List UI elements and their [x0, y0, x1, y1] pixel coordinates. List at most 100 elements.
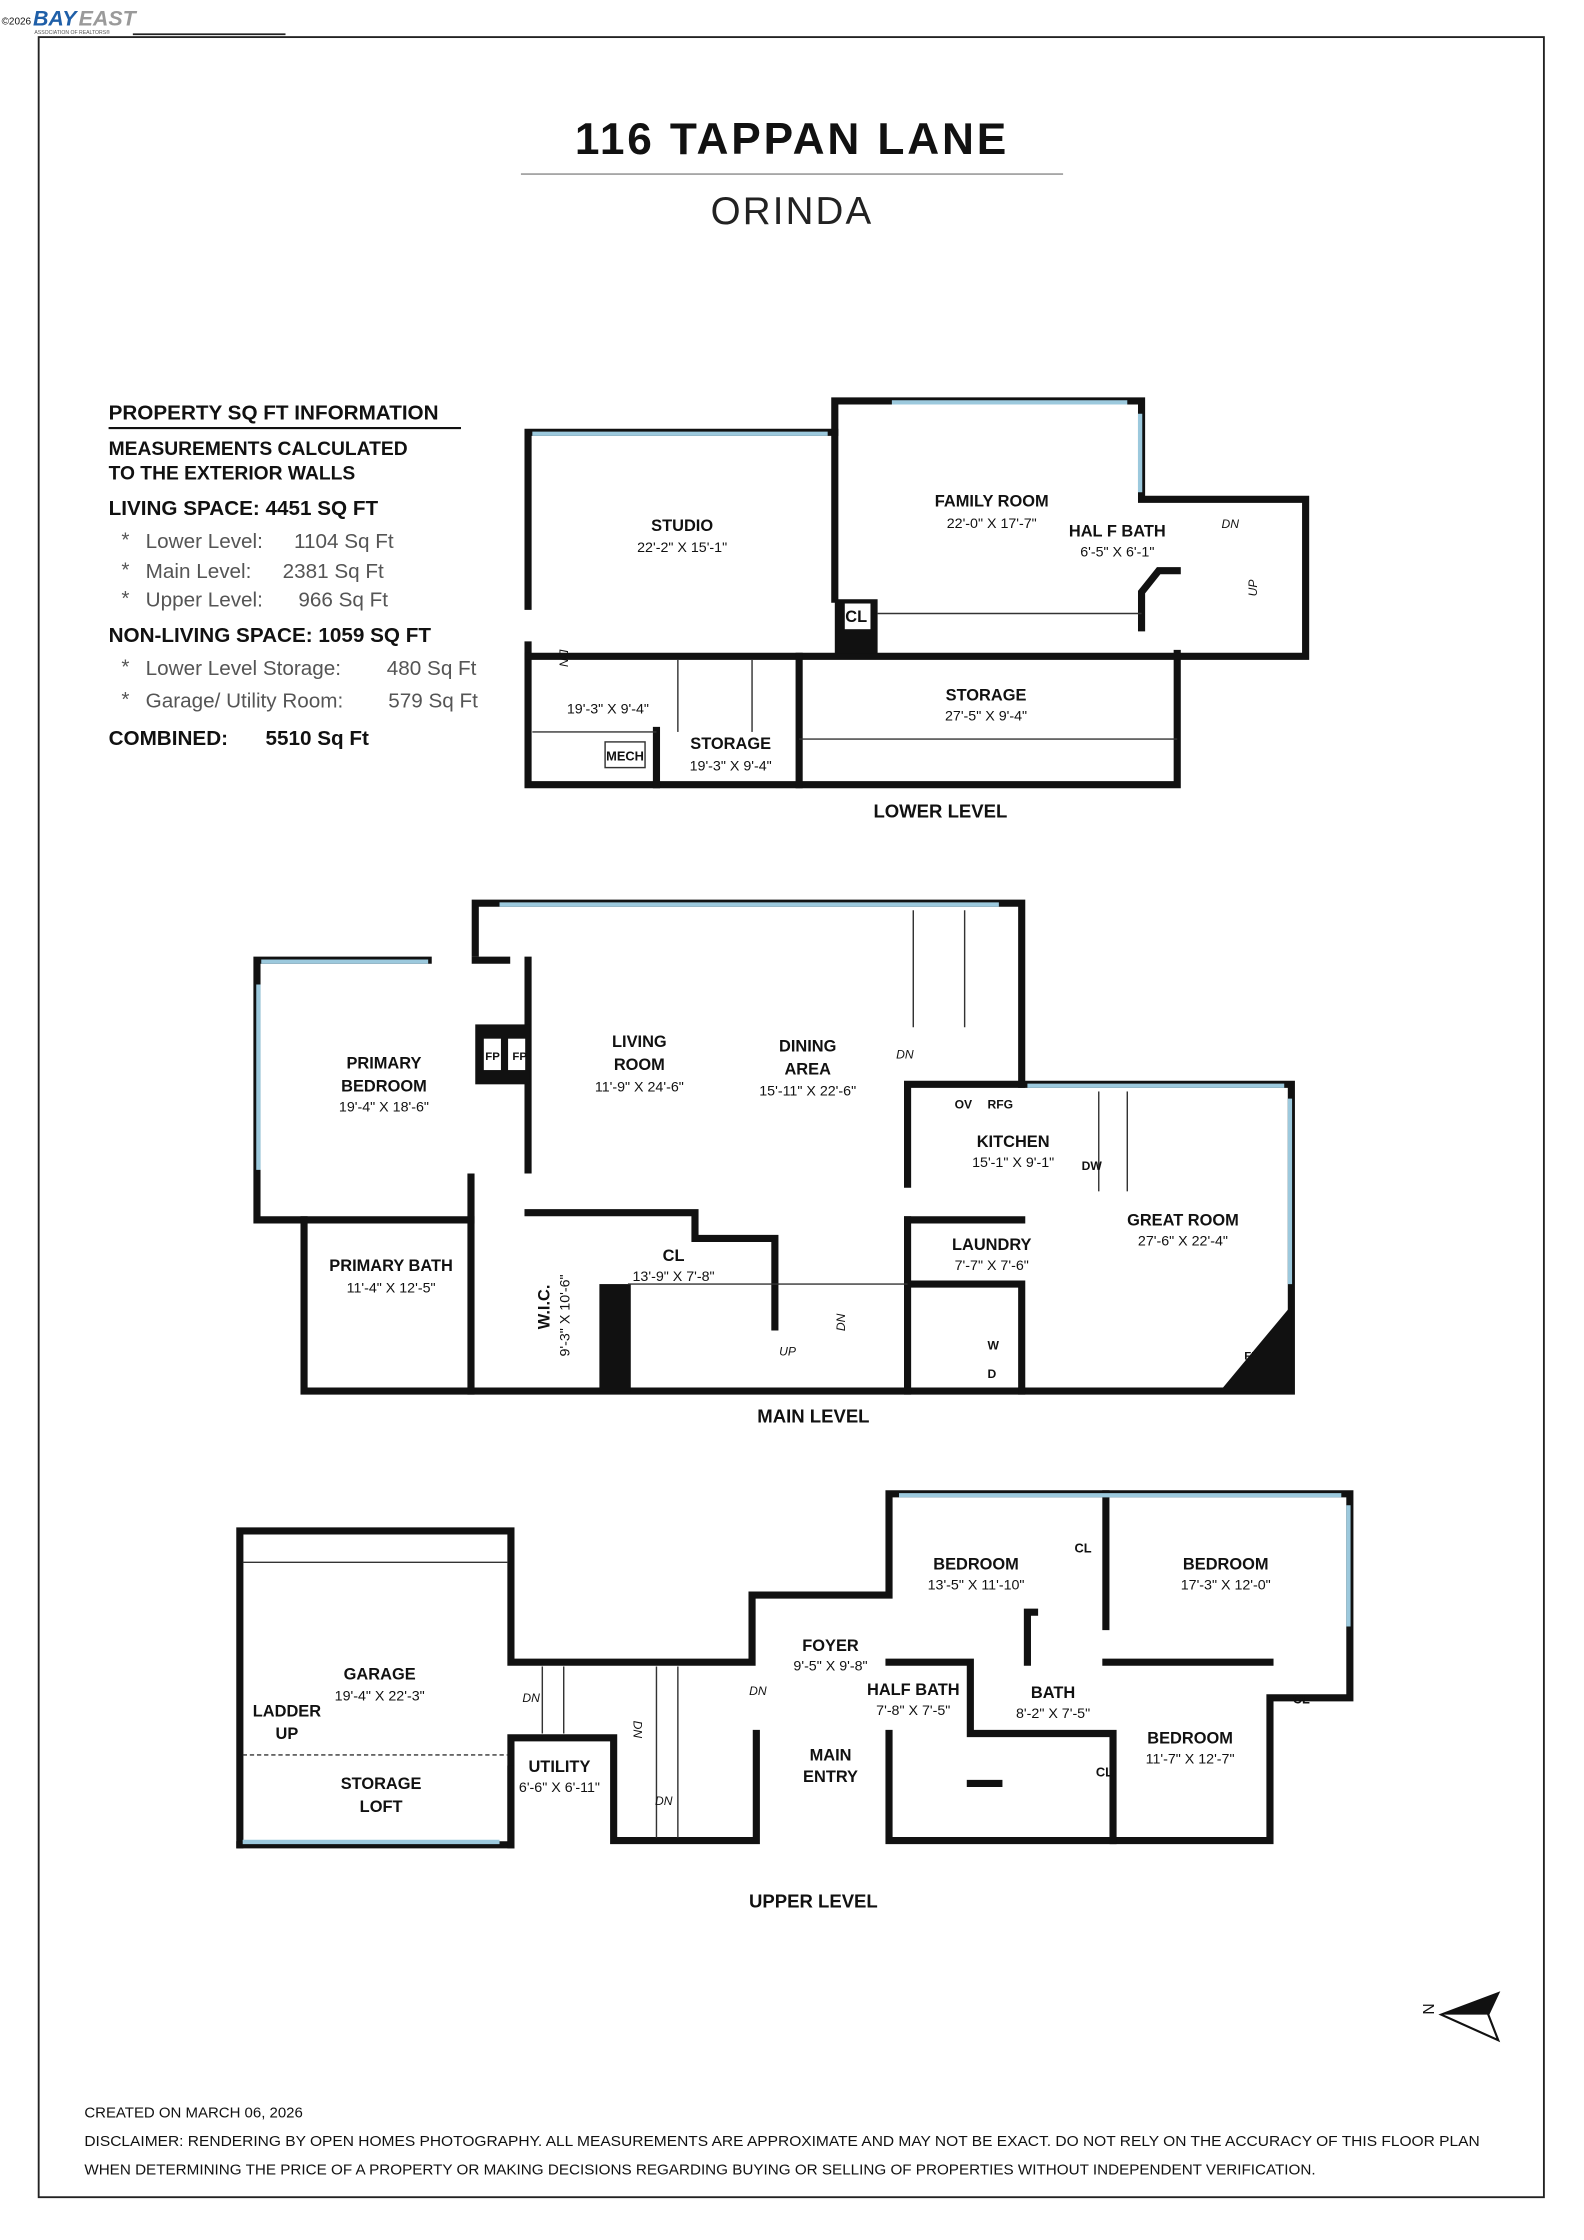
room-dims: 7'-7" X 7'-6" — [955, 1258, 1029, 1274]
fridge-label: RFG — [987, 1098, 1013, 1112]
ladder-up-label: UP — [276, 1725, 299, 1743]
ladder-label: LADDER — [253, 1702, 321, 1720]
room-dims: 11'-7" X 12'-7" — [1146, 1751, 1235, 1767]
storage-loft-label: STORAGE — [341, 1775, 422, 1793]
level-title: UPPER LEVEL — [749, 1891, 878, 1912]
logo-bay: BAY — [33, 7, 78, 31]
room-dims: 17'-3" X 12'-0" — [1181, 1577, 1271, 1593]
room-dims: 6'-6" X 6'-11" — [519, 1780, 600, 1796]
bullet: * — [121, 655, 129, 678]
property-city: ORINDA — [711, 190, 874, 233]
sqft-item-label: Lower Level: — [146, 530, 263, 553]
disclaimer: WHEN DETERMINING THE PRICE OF A PROPERTY… — [84, 2161, 1315, 2178]
room-dims: 27'-6" X 22'-4" — [1138, 1234, 1228, 1250]
room-dims: 22'-2" X 15'-1" — [637, 540, 727, 556]
north-arrow-fill — [1441, 1993, 1499, 2015]
upper-level-plan: GARAGE 19'-4" X 22'-3" UTILITY 6'-6" X 6… — [236, 1490, 1354, 1912]
room-name-storage: STORAGE — [946, 687, 1027, 705]
fireplace-opening — [508, 1038, 526, 1071]
fireplace-label: FP — [512, 1051, 527, 1063]
room-dims: 13'-5" X 11'-10" — [928, 1577, 1025, 1593]
room-dims: 19'-3" X 9'-4" — [690, 758, 772, 774]
sqft-item-value: 2381 Sq Ft — [283, 560, 384, 583]
wall-block — [599, 1284, 631, 1392]
bullet: * — [121, 558, 129, 581]
washer-label: W — [987, 1339, 999, 1353]
room-dims: 27'-5" X 9'-4" — [945, 709, 1027, 725]
bullet: * — [121, 587, 129, 610]
room-name-great-room: GREAT ROOM — [1127, 1212, 1239, 1230]
wall — [1023, 1608, 1039, 1666]
living-space-total: LIVING SPACE: 4451 SQ FT — [109, 497, 379, 520]
room-name-living-room: LIVING — [612, 1033, 667, 1051]
room-dims: 22'-0" X 17'-7" — [947, 516, 1037, 532]
property-address: 116 TAPPAN LANE — [575, 115, 1009, 164]
disclaimer: DISCLAIMER: RENDERING BY OPEN HOMES PHOT… — [84, 2133, 1479, 2150]
sqft-item-label: Upper Level: — [146, 588, 263, 611]
stair-dn-label: DN — [631, 1721, 645, 1739]
level-title: MAIN LEVEL — [757, 1405, 869, 1426]
stair-dn-label: DN — [522, 1691, 540, 1705]
closet-label: CL — [1075, 1540, 1092, 1555]
bullet: * — [121, 688, 129, 711]
room-dims: 8'-2" X 7'-5" — [1016, 1706, 1090, 1722]
wall — [236, 1729, 760, 1849]
sqft-note: TO THE EXTERIOR WALLS — [109, 463, 356, 484]
north-arrow-icon: N — [1421, 1991, 1501, 2043]
sqft-item-value: 966 Sq Ft — [298, 588, 388, 611]
bullet: * — [121, 528, 129, 551]
room-dims: 6'-5" X 6'-1" — [1080, 544, 1154, 560]
dryer-label: D — [987, 1367, 996, 1381]
closet-box — [844, 603, 871, 630]
sqft-info-panel: PROPERTY SQ FT INFORMATION MEASUREMENTS … — [108, 401, 478, 750]
sqft-title: PROPERTY SQ FT INFORMATION — [109, 401, 439, 424]
mech-label: MECH — [606, 748, 644, 763]
room-dims: 11'-4" X 12'-5" — [347, 1281, 436, 1297]
room-name-half-bath: HALF BATH — [867, 1681, 960, 1699]
room-dims: 15'-11" X 22'-6" — [759, 1084, 856, 1100]
logo-tagline: ASSOCIATION OF REALTORS® — [34, 29, 110, 36]
bayeast-logo: ©2026 BAY EAST ASSOCIATION OF REALTORS® — [2, 7, 286, 36]
closet-label: CL — [845, 608, 867, 626]
level-title: LOWER LEVEL — [873, 801, 1007, 822]
room-dims: 15'-1" X 9'-1" — [972, 1155, 1054, 1171]
main-level-plan: PRIMARY BEDROOM 19'-4" X 18'-6" LIVING R… — [253, 899, 1295, 1426]
room-name-wic: W.I.C. — [535, 1285, 553, 1330]
logo-copyright: ©2026 — [2, 16, 32, 27]
wall — [471, 899, 1026, 1088]
room-name-bedroom: BEDROOM — [1183, 1555, 1269, 1573]
closet-label: CL — [1096, 1764, 1113, 1779]
stair-dn-label: DN — [655, 1794, 673, 1808]
room-name-family-room: FAMILY ROOM — [935, 492, 1049, 510]
room-name-closet: CL — [663, 1247, 685, 1265]
sqft-item-label: Main Level: — [146, 560, 252, 583]
wall — [236, 1490, 1354, 1849]
room-name-primary-bath: PRIMARY BATH — [329, 1257, 453, 1275]
room-name-utility: UTILITY — [528, 1758, 590, 1776]
non-living-space-total: NON-LIVING SPACE: 1059 SQ FT — [109, 624, 432, 647]
room-name-bedroom: BEDROOM — [1147, 1729, 1233, 1747]
sqft-item-value: 480 Sq Ft — [387, 657, 477, 680]
stair-dn-label: DN — [896, 1048, 914, 1062]
page-frame — [37, 36, 1545, 2199]
oven-label: OV — [955, 1098, 973, 1112]
stair-dn-label: DN — [556, 649, 570, 667]
room-name-studio: STUDIO — [651, 517, 713, 535]
room-name-bedroom: BEDROOM — [933, 1555, 1019, 1573]
wall — [524, 1209, 779, 1331]
dishwasher-label: DW — [1082, 1159, 1103, 1173]
stair-dn-label: DN — [834, 1313, 848, 1331]
sqft-note: MEASUREMENTS CALCULATED — [109, 439, 408, 460]
fireplace-corner — [1220, 1305, 1292, 1392]
stair-up-label: UP — [779, 1344, 796, 1358]
stair-dn-label: DN — [1221, 517, 1239, 531]
room-dims: 19'-4" X 22'-3" — [335, 1689, 425, 1705]
room-name-dining-area: DINING — [779, 1038, 836, 1056]
room-name-kitchen: KITCHEN — [977, 1133, 1050, 1151]
room-dims: 9'-5" X 9'-8" — [793, 1659, 867, 1675]
created-date: CREATED ON MARCH 06, 2026 — [84, 2104, 303, 2121]
room-dims: 9'-3" X 10'-6" — [557, 1274, 573, 1356]
storage-loft-label: LOFT — [360, 1798, 403, 1816]
main-entry-label: MAIN — [810, 1747, 852, 1765]
